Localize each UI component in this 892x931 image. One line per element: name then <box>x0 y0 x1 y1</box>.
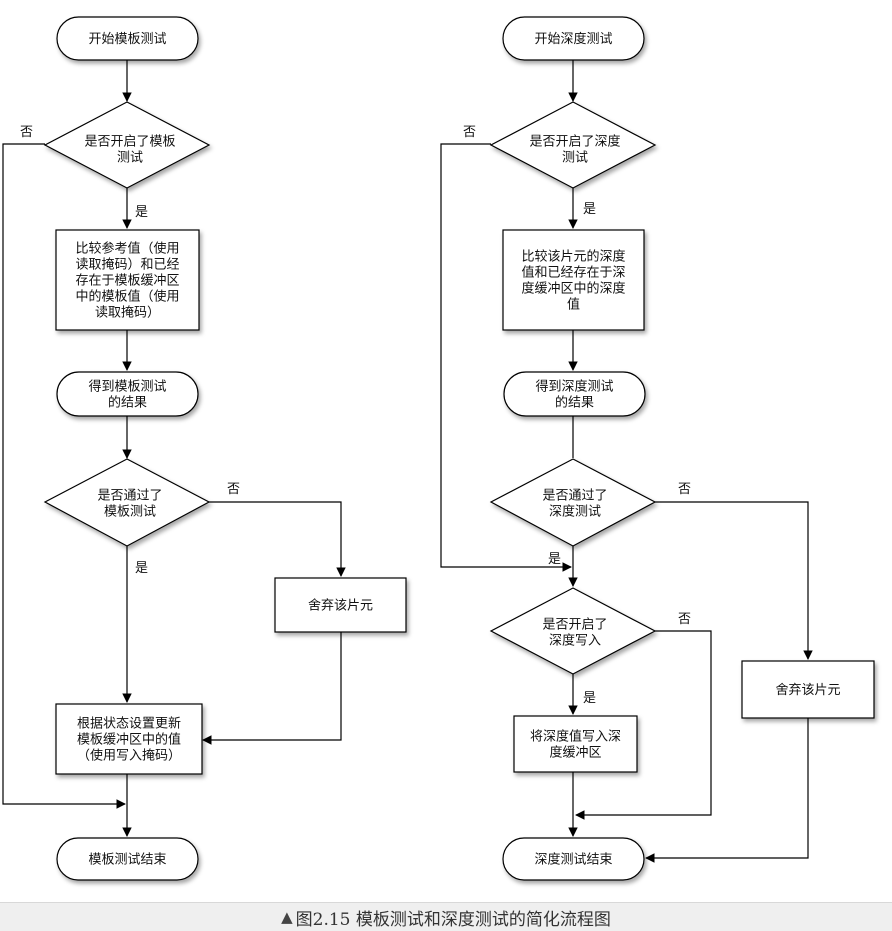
stencil-pass-yes-label: 是 <box>135 561 148 576</box>
depth-edge-labels: 是 否 是 否 是 否 <box>463 125 691 706</box>
stencil-result-node <box>56 371 199 417</box>
depth-compare-box <box>502 229 645 331</box>
depth-compare-text: 比较该片元的深度值和已经存在于深度缓冲区中的深度值 <box>521 249 625 313</box>
depth-end-node <box>502 837 645 881</box>
stencil-update-box <box>55 703 203 775</box>
node-text-line: 将深度值写入深 <box>530 729 621 745</box>
node-text-line: 度缓冲区 <box>549 745 601 761</box>
stencil-enabled-yes-label: 是 <box>135 205 148 220</box>
stencil-update-text: 根据状态设置更新模板缓冲区中的值（使用写入掩码） <box>77 716 181 764</box>
node-text-line: 存在于模板缓冲区 <box>75 274 179 289</box>
node-text-line: 中的模板值（使用 <box>75 289 179 305</box>
stencil-enabled-decision <box>43 101 211 189</box>
depth-write-box <box>513 715 638 773</box>
node-text-line: 是否通过了 <box>97 489 162 504</box>
depth-result-node <box>503 371 646 417</box>
node-text-line: 是否通过了 <box>542 489 607 504</box>
node-text-line: 读取掩码）和已经 <box>75 258 179 273</box>
node-text-line: 得到模板测试 <box>88 379 166 395</box>
depth-enabled-yes-label: 是 <box>583 202 596 217</box>
node-text-line: 度缓冲区中的深度 <box>521 281 625 297</box>
node-text-line: 读取掩码） <box>95 306 160 321</box>
stencil-edges <box>2 60 346 837</box>
depth-discard-box <box>741 660 875 719</box>
stencil-start-text: 开始模板测试 <box>88 32 166 47</box>
edge-depth-enabled-no <box>440 143 572 572</box>
node-text-line: 得到深度测试 <box>535 379 613 395</box>
stencil-result-text: 得到模板测试的结果 <box>88 379 166 411</box>
edge-pass-no <box>209 501 346 577</box>
node-text-line: 深度写入 <box>549 633 601 649</box>
stencil-nodes: 开始模板测试 是否开启了模板测试 比较参考值（使用读取掩码）和已经存在于模板缓冲… <box>43 16 407 881</box>
depth-start-text: 开始深度测试 <box>534 31 612 47</box>
node-text-line: 模板测试结束 <box>88 853 166 868</box>
stencil-end-node <box>56 837 199 881</box>
node-text-line: 测试 <box>562 151 588 166</box>
caption-text: 图2.15 模板测试和深度测试的简化流程图 <box>295 909 611 930</box>
node-text-line: 开始模板测试 <box>88 32 166 47</box>
node-text-line: 深度测试结束 <box>534 852 612 868</box>
stencil-pass-decision <box>43 458 211 547</box>
flowchart-canvas: 开始模板测试 是否开启了模板测试 比较参考值（使用读取掩码）和已经存在于模板缓冲… <box>2 16 875 881</box>
depth-enabled-decision <box>489 101 657 189</box>
depth-pass-no-label: 否 <box>678 482 691 497</box>
stencil-discard-box <box>274 577 407 633</box>
stencil-pass-no-label: 否 <box>227 482 240 497</box>
depth-start-node <box>502 16 645 61</box>
stencil-compare-box <box>55 229 200 331</box>
depth-discard-text: 舍弃该片元 <box>775 683 840 698</box>
edge-enabled-no <box>2 143 126 809</box>
figure-caption: ▲ 图2.15 模板测试和深度测试的简化流程图 <box>0 902 892 931</box>
depth-enabled-no-label: 否 <box>463 125 476 140</box>
node-text-line: 根据状态设置更新 <box>77 716 181 732</box>
node-text-line: 测试 <box>117 151 143 166</box>
depth-enabled-text: 是否开启了深度测试 <box>529 134 620 166</box>
stencil-discard-text: 舍弃该片元 <box>308 599 373 614</box>
node-text-line: 开始深度测试 <box>534 31 612 47</box>
node-text-line: 深度测试 <box>549 504 601 520</box>
depth-end-text: 深度测试结束 <box>534 852 612 868</box>
node-text-line: 的结果 <box>108 395 147 411</box>
node-text-line: 模板缓冲区中的值 <box>77 732 181 748</box>
node-text-line: 比较参考值（使用 <box>75 241 179 257</box>
edge-depth-write-no <box>575 630 712 820</box>
depth-nodes: 开始深度测试 是否开启了深度测试 比较该片元的深度值和已经存在于深度缓冲区中的深… <box>489 16 875 881</box>
node-text-line: 是否开启了深度 <box>529 134 620 150</box>
depth-write-q-text: 是否开启了深度写入 <box>542 618 607 649</box>
stencil-edge-labels: 是 否 是 否 <box>20 125 240 576</box>
node-text-line: （使用写入掩码） <box>77 748 181 764</box>
depth-pass-decision <box>489 458 657 547</box>
node-text-line: 舍弃该片元 <box>775 683 840 698</box>
edge-depth-pass-no <box>655 501 813 660</box>
node-text-line: 模板测试 <box>104 505 156 520</box>
node-text-line: 的结果 <box>555 395 594 411</box>
caption-triangle-icon: ▲ <box>281 908 293 926</box>
node-text-line: 是否开启了 <box>542 618 607 633</box>
depth-pass-yes-label: 是 <box>548 552 561 567</box>
stencil-pass-text: 是否通过了模板测试 <box>97 489 162 520</box>
edge-discard-to-update <box>202 632 342 745</box>
stencil-enabled-text: 是否开启了模板测试 <box>84 135 175 166</box>
depth-write-decision <box>489 587 657 675</box>
edge-depth-discard-to-end <box>645 718 809 863</box>
depth-write-text: 将深度值写入深度缓冲区 <box>530 729 621 761</box>
node-text-line: 值和已经存在于深 <box>521 265 625 281</box>
depth-edges <box>440 60 813 863</box>
stencil-enabled-no-label: 否 <box>20 125 33 140</box>
depth-write-yes-label: 是 <box>583 691 596 706</box>
node-text-line: 比较该片元的深度 <box>521 249 625 265</box>
depth-result-text: 得到深度测试的结果 <box>535 379 613 411</box>
depth-write-no-label: 否 <box>678 612 691 627</box>
node-text-line: 值 <box>567 297 580 313</box>
node-text-line: 是否开启了模板 <box>84 135 175 150</box>
depth-pass-text: 是否通过了深度测试 <box>542 489 607 520</box>
stencil-start-node <box>56 16 199 61</box>
stencil-end-text: 模板测试结束 <box>88 853 166 868</box>
node-text-line: 舍弃该片元 <box>308 599 373 614</box>
stencil-compare-text: 比较参考值（使用读取掩码）和已经存在于模板缓冲区中的模板值（使用读取掩码） <box>75 241 179 321</box>
